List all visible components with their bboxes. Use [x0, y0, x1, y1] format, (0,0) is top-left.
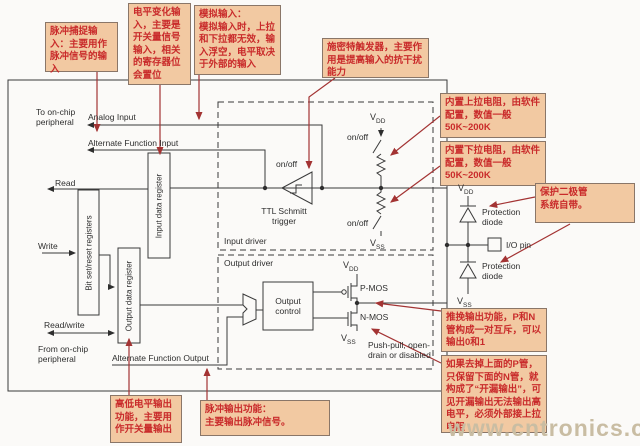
output-control-box — [262, 281, 314, 331]
from-onchip-label: From on-chip peripheral — [38, 344, 89, 364]
pushpull-mode-label: Push-pull, open-drain or disabled — [368, 340, 431, 360]
bit-to-output-register-wire — [99, 254, 115, 290]
vdd-pullup-label: VDD — [370, 112, 386, 125]
nmos-source — [351, 324, 358, 331]
input-driver-label: Input driver — [224, 236, 267, 246]
output-driver-label: Output driver — [224, 258, 274, 268]
analog-input-label: Analog Input — [88, 112, 136, 122]
vss-diode-label: VSS — [457, 296, 472, 309]
readwrite-label: Read/write — [44, 320, 85, 330]
protection-diode-bottom-label: Protection diode — [482, 261, 521, 281]
pullup-resistor — [375, 153, 387, 188]
alternate-function-input-label: Alternate Function Input — [88, 138, 179, 148]
vdd-pmos-label: VDD — [343, 260, 359, 273]
vss-pulldown-label: VSS — [370, 238, 385, 251]
bit-set-reset-register-box — [77, 189, 100, 316]
nmos-label: N-MOS — [360, 312, 389, 322]
pmos-source — [351, 274, 358, 287]
pulldown-resistor — [375, 188, 387, 215]
watermark: www.cntronics.com — [448, 415, 640, 441]
output-driver-box — [217, 254, 434, 370]
arrow-schmitt — [305, 77, 336, 170]
annotation-arrows — [93, 72, 571, 400]
arrow-protection-top — [488, 196, 536, 209]
annotation-pulldown: 内置下拉电阻，由软件配置，数值一般 50K~200K — [440, 141, 546, 186]
protection-diodes — [459, 196, 477, 294]
annotation-analog-input: 模拟输入： 模拟输入时，上拉和下拉都无效，输入浮空，电平取决于外部的输入 — [194, 5, 281, 75]
to-onchip-label: To on-chip peripheral — [36, 107, 76, 127]
annotation-schmitt: 施密特触发器，主要作用是提高输入的抗干扰能力 — [322, 38, 429, 78]
io-pin-square — [487, 237, 502, 252]
onoff-trigger-label: on/off — [276, 159, 298, 169]
mosfet-symbols — [341, 274, 358, 331]
arrow-pullup — [390, 115, 441, 156]
arrow-opendrain — [370, 328, 442, 364]
write-label: Write — [38, 241, 58, 251]
vdd-diode-label: VDD — [458, 183, 474, 196]
analog-input-wire — [87, 122, 323, 186]
junction-dots — [262, 185, 471, 306]
bottom-diode-triangle — [459, 262, 477, 279]
output-control-label: Output control — [275, 296, 301, 316]
pulldown-switch — [372, 215, 382, 230]
pullup-switch — [372, 139, 382, 154]
schmitt-trigger-symbol — [280, 171, 313, 205]
annotation-opendrain: 如果去掉上面的P管，只保留下面的N管，就构成了“开漏输出”，可见开漏输出无法输出… — [441, 355, 547, 433]
protection-diode-top-label: Protection diode — [482, 207, 521, 227]
input-data-register-label: Input data register — [154, 173, 164, 238]
mux-symbol — [242, 293, 257, 326]
pmos-label: P-MOS — [360, 283, 388, 293]
annotation-protection-diode: 保护二极管 系统自带。 — [535, 183, 635, 223]
annotation-pulse-capture: 脉冲捕捉输入：主要用作脉冲信号的输入 — [45, 22, 118, 75]
onoff-pullup-label: on/off — [347, 132, 369, 142]
alternate-function-output-label: Alternate Function Output — [112, 353, 209, 363]
bit-set-reset-register-label: Bit set/reset registers — [84, 214, 93, 291]
input-driver-box — [217, 101, 434, 251]
arrow-protection-bottom — [499, 223, 571, 263]
nmos-drain — [351, 303, 358, 314]
ttl-schmitt-label: TTL Schmitt trigger — [261, 206, 307, 226]
arrow-pushpull — [374, 300, 442, 312]
alternate-function-input-wire — [87, 147, 266, 186]
top-diode-triangle — [459, 206, 477, 223]
annotation-level-change: 电平变化输入，主要是开关量信号输入，相关的寄存器位会置位 — [128, 3, 191, 85]
onoff-pulldown-label: on/off — [347, 218, 369, 228]
annotation-pullup: 内置上拉电阻，由软件配置，数值一般 50K~200K — [440, 93, 546, 138]
annotation-pushpull: 推挽输出功能，P和N管构成一对互斥，可以输出0和1 — [441, 308, 547, 352]
annotation-pulse-output: 脉冲输出功能： 主要输出脉冲信号。 — [200, 400, 330, 436]
io-pin-label: I/O pin — [506, 240, 532, 250]
output-data-register-label: Output data register — [124, 260, 134, 331]
annotation-level-output: 高低电平输出功能，主要用作开关量输出 — [110, 395, 182, 443]
signal-wires — [42, 122, 488, 366]
read-label: Read — [55, 178, 76, 188]
vss-nmos-label: VSS — [341, 333, 356, 346]
pullup-pulldown-column — [372, 128, 387, 236]
arrow-pulldown — [390, 165, 441, 203]
pmos-gate-bubble — [341, 289, 347, 295]
alternate-function-output-wire — [112, 316, 243, 366]
